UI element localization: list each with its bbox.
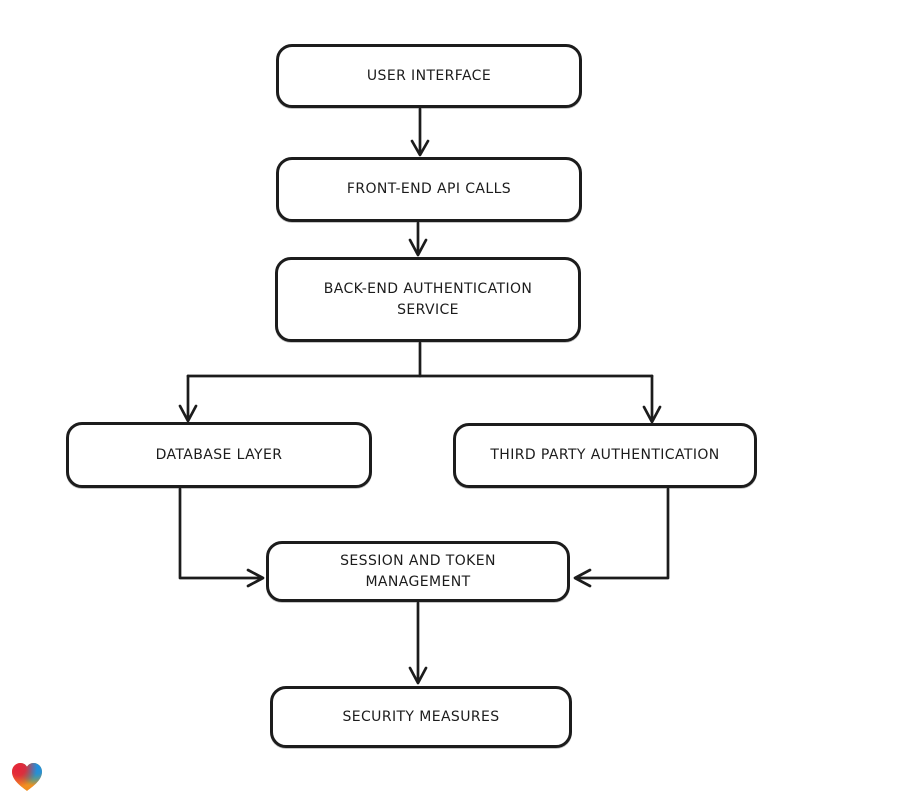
node-user-interface-label: USER INTERFACE [366, 67, 492, 84]
node-third-party-authentication-label: THIRD PARTY AUTHENTICATION [490, 447, 720, 463]
node-security-measures[interactable]: SECURITY MEASURES [270, 686, 572, 748]
node-session-and-token-management-label: SESSION AND TOKEN MANAGEMENT [340, 552, 496, 590]
node-user-interface[interactable]: USER INTERFACE [276, 44, 582, 108]
node-session-and-token-management[interactable]: SESSION AND TOKEN MANAGEMENT [266, 541, 570, 602]
node-database-layer-label: DATABASE LAYER [155, 446, 283, 463]
node-back-end-authentication-service[interactable]: BACK-END AUTHENTICATION SERVICE [275, 257, 581, 342]
connector-session-to-security [408, 601, 428, 685]
connector-ui-to-api [410, 107, 430, 157]
connector-db-to-session [178, 487, 265, 588]
node-third-party-authentication[interactable]: THIRD PARTY AUTHENTICATION [453, 423, 757, 488]
node-database-layer[interactable]: DATABASE LAYER [66, 422, 372, 488]
node-front-end-api-calls[interactable]: FRONT-END API CALLS [276, 157, 582, 222]
node-back-end-authentication-service-label: BACK-END AUTHENTICATION SERVICE [323, 280, 533, 318]
connector-api-to-backend [408, 221, 428, 257]
connector-backend-branch [178, 341, 662, 424]
connector-3p-to-session [573, 487, 670, 588]
node-security-measures-label: SECURITY MEASURES [342, 708, 500, 725]
node-front-end-api-calls-label: FRONT-END API CALLS [346, 181, 512, 197]
